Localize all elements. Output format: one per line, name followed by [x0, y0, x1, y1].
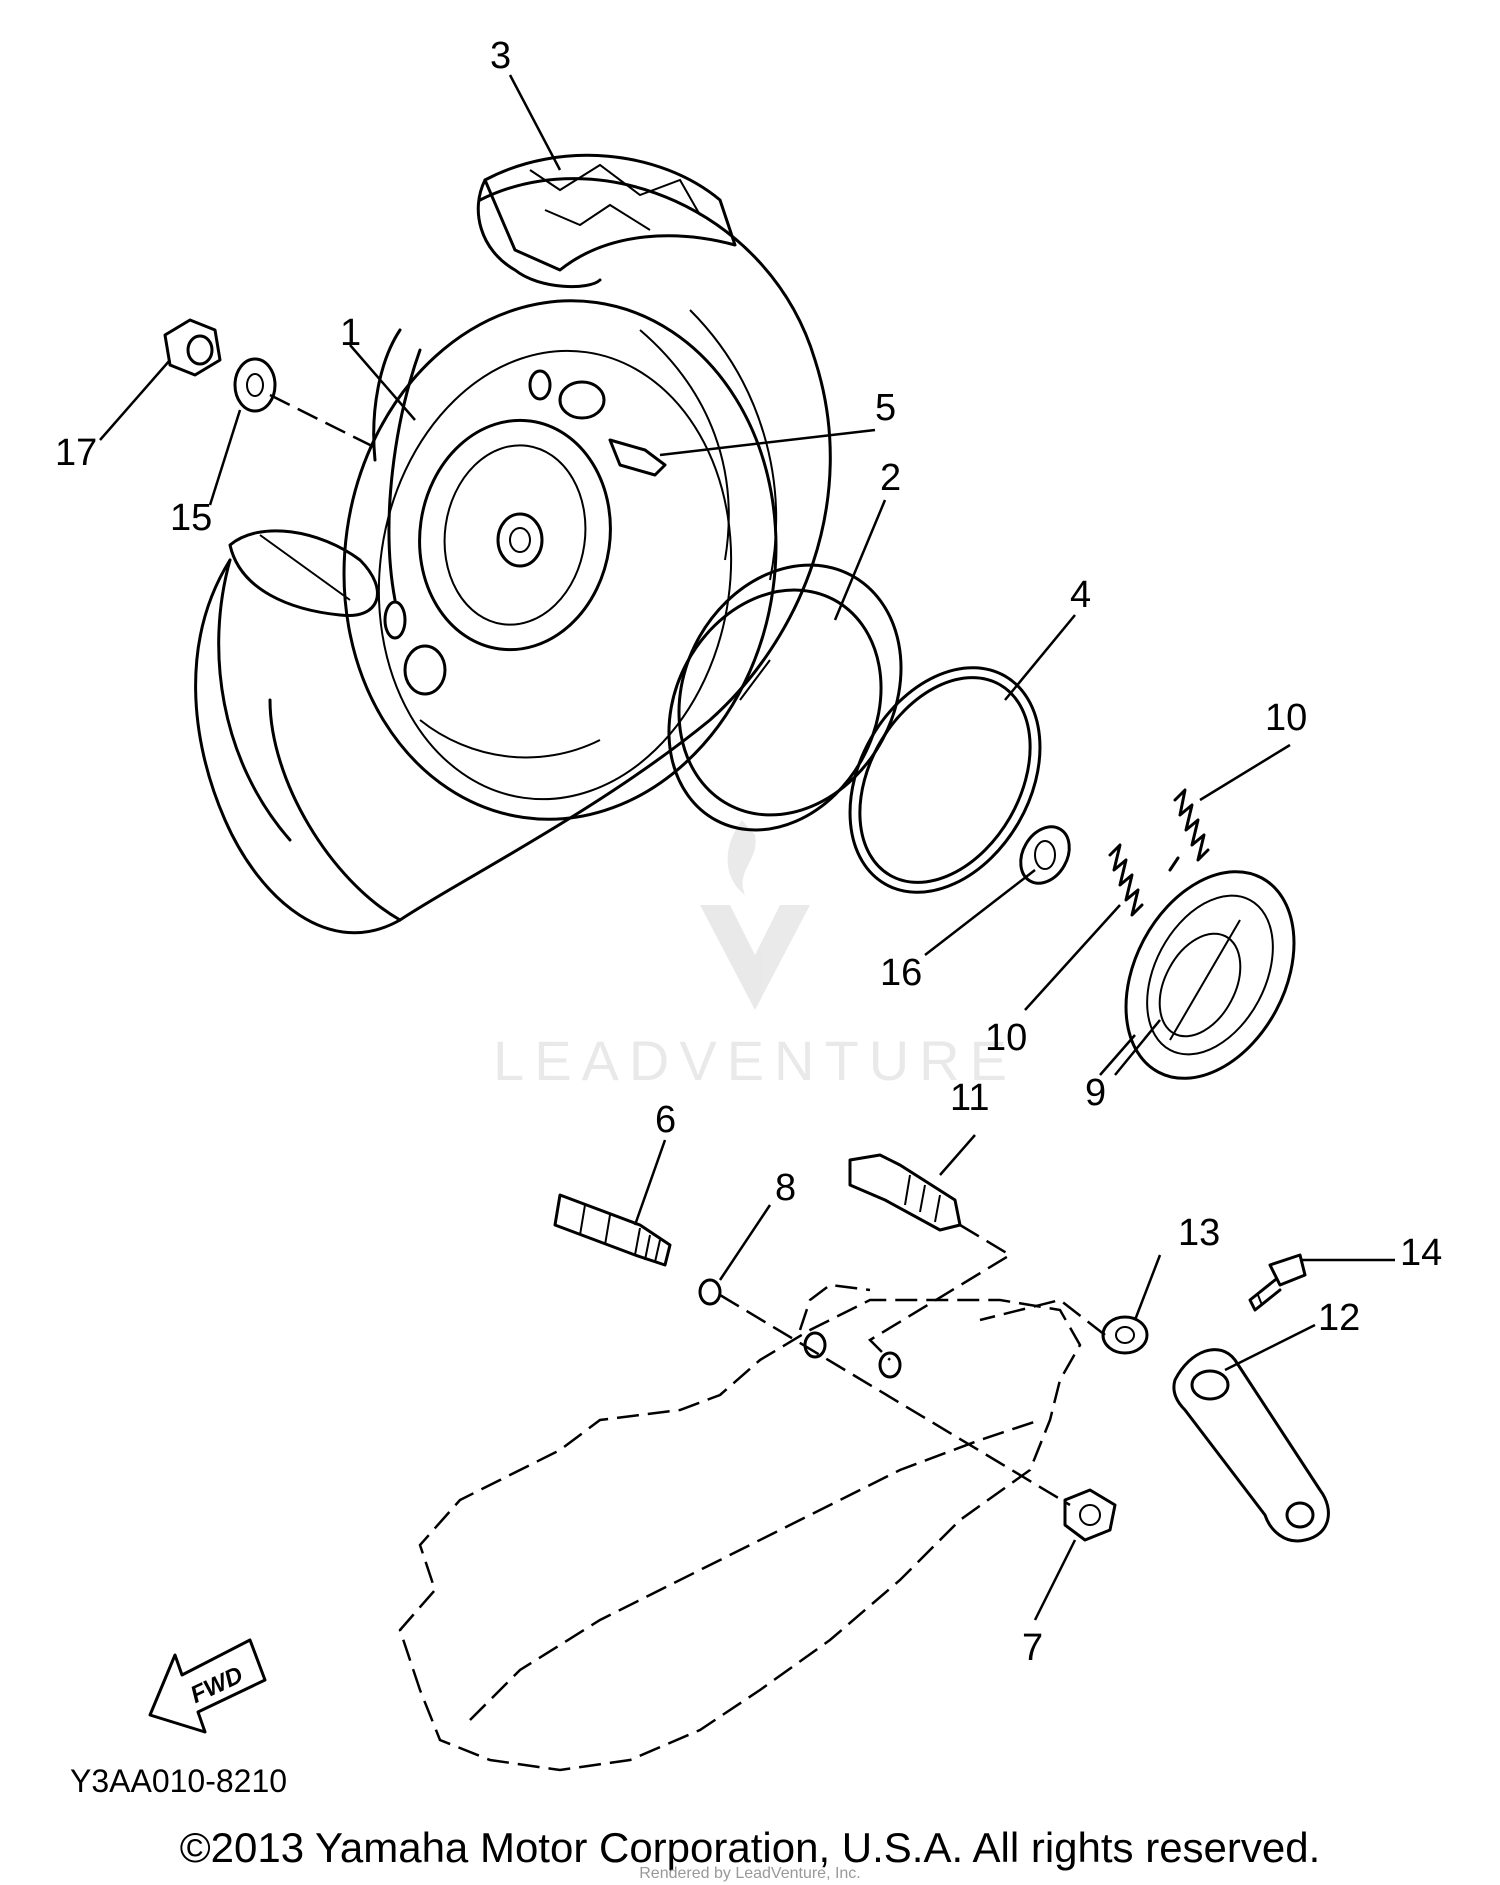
o-ring-8 [698, 1278, 722, 1306]
rendered-by-text: Rendered by LeadVenture, Inc. [639, 1865, 861, 1882]
spring-10-lower [1108, 843, 1144, 917]
bearing-16 [1019, 825, 1071, 885]
callout-3: 3 [490, 35, 511, 77]
callout-8: 8 [775, 1167, 796, 1209]
diagram-code: Y3AA010-8210 [70, 1763, 287, 1799]
callout-10-upper: 10 [1265, 697, 1307, 739]
copyright-text: ©2013 Yamaha Motor Corporation, U.S.A. A… [180, 1824, 1321, 1871]
brake-arm-12 [1172, 1348, 1330, 1543]
ring-4 [848, 666, 1042, 894]
callout-1: 1 [340, 312, 361, 354]
dash-line-15 [269, 393, 381, 452]
washer-15 [233, 357, 277, 413]
spring-10-upper [1168, 788, 1210, 872]
callout-11: 11 [950, 1077, 989, 1119]
bolt-14 [1248, 1253, 1307, 1312]
watermark-brand: LEADVENTURE [493, 1029, 1017, 1092]
camshaft-11 [848, 1153, 962, 1232]
transmission-case-outline [398, 1283, 1082, 1772]
callout-9: 9 [1085, 1072, 1106, 1114]
leadventure-watermark: LEADVENTURE [493, 820, 1017, 1092]
callout-15: 15 [170, 497, 212, 539]
callout-16: 16 [880, 952, 922, 994]
callout-10-lower: 10 [985, 1017, 1027, 1059]
shaft-6 [553, 1193, 672, 1267]
callout-2: 2 [880, 457, 901, 499]
callout-17: 17 [55, 432, 97, 474]
callout-7: 7 [1022, 1627, 1043, 1669]
callout-13: 13 [1178, 1212, 1220, 1254]
callout-12: 12 [1318, 1297, 1360, 1339]
assembly-dash-lines [719, 1223, 1106, 1507]
callout-14: 14 [1400, 1232, 1442, 1274]
callout-5: 5 [875, 387, 896, 429]
nut-7 [1063, 1488, 1117, 1542]
brake-shoes-9 [1124, 870, 1296, 1080]
callout-labels: 1 2 3 4 5 6 7 8 9 10 10 11 12 13 14 15 1… [55, 35, 1442, 1669]
axle-nut-17 [163, 318, 222, 377]
callout-6: 6 [655, 1099, 676, 1141]
callout-4: 4 [1070, 574, 1091, 616]
brake-drum-liner-2 [667, 563, 903, 832]
washer-13 [1101, 1315, 1149, 1355]
wheel-tire-assembly [194, 153, 832, 935]
leader-lines [99, 74, 1395, 1621]
fwd-arrow-icon: FWD [148, 1638, 267, 1734]
